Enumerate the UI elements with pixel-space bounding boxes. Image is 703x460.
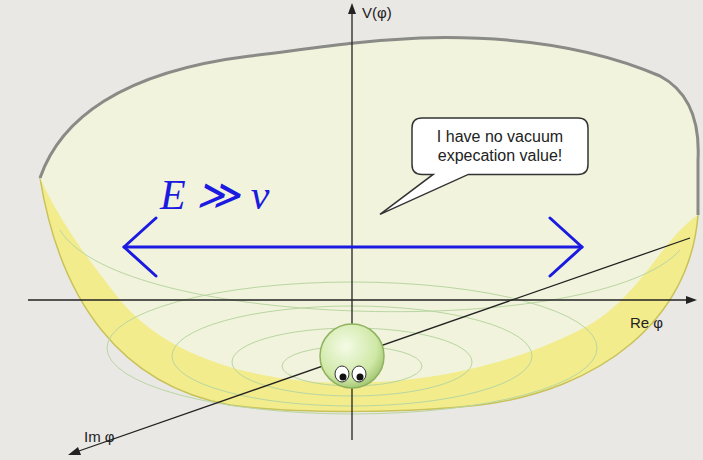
axis-label: Re φ [630, 314, 663, 331]
bowl-rim [40, 38, 698, 215]
bubble-text: I have no vacuum expecation value! [424, 127, 576, 165]
energy-label: E ≫ v [160, 170, 269, 219]
axis-label: V(φ) [362, 4, 392, 21]
bubble-outline [412, 118, 588, 174]
axis-label: Im φ [84, 428, 115, 445]
contour-lines [60, 230, 680, 414]
bowl-wall [40, 38, 698, 412]
energy-arrow [124, 218, 582, 276]
ball-character [320, 324, 384, 388]
axes [28, 3, 697, 455]
speech-bubble: I have no vacuum expecation value! [412, 118, 588, 174]
bubble-shape [380, 118, 588, 214]
